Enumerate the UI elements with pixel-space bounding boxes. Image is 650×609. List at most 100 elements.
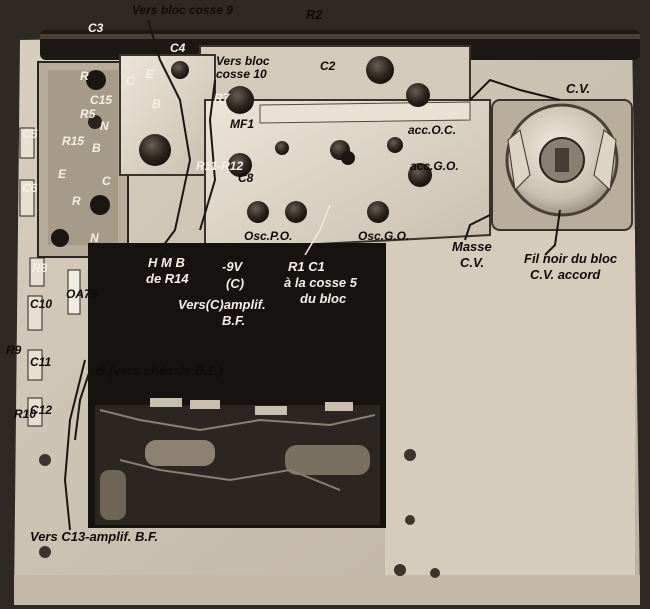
transistor-n bbox=[51, 229, 69, 247]
label-de-r14: de R14 bbox=[146, 271, 189, 286]
trimmer-c2 bbox=[366, 56, 394, 84]
label-r5: R5 bbox=[80, 107, 96, 121]
label-minus9v: -9V bbox=[222, 259, 243, 274]
bf-res-1 bbox=[150, 398, 182, 407]
label-r8: R8 bbox=[32, 261, 48, 275]
label-r15: R15 bbox=[62, 134, 85, 148]
osc-block bbox=[204, 99, 491, 252]
label-cv: C.V. bbox=[566, 81, 591, 96]
c12-part bbox=[27, 397, 43, 427]
label-r9: R9 bbox=[6, 343, 22, 357]
osc-block-top bbox=[259, 101, 471, 124]
label-cosse5-2: du bloc bbox=[300, 291, 347, 306]
c6-part bbox=[19, 179, 35, 217]
screw-6 bbox=[405, 515, 415, 525]
label-n-upper: N bbox=[100, 119, 109, 133]
label-oa79: OA79 bbox=[66, 287, 98, 301]
bf-cap-1 bbox=[145, 440, 215, 466]
coil-can bbox=[139, 134, 171, 166]
wire-r1c1 bbox=[304, 204, 331, 256]
label-r7: R7 bbox=[214, 91, 230, 105]
label-b-upper: B bbox=[152, 97, 161, 111]
screw-5 bbox=[430, 568, 440, 578]
trimmer-center-b bbox=[341, 151, 355, 165]
trimmer-acc-go bbox=[408, 163, 432, 187]
trimmer-acc-oc-top bbox=[406, 83, 430, 107]
screw-3 bbox=[404, 449, 416, 461]
label-vers-c13: Vers C13-amplif. B.F. bbox=[30, 529, 159, 544]
r8-part bbox=[29, 257, 45, 287]
label-r-lower: R bbox=[72, 194, 81, 208]
wire-masse bbox=[469, 78, 561, 101]
label-c3: C3 bbox=[88, 21, 104, 35]
label-vers-c-ampli-1: Vers(C)amplif. bbox=[178, 297, 266, 312]
label-vers-bloc-cosse9: Vers bloc cosse 9 bbox=[132, 3, 233, 17]
label-r-upper: R bbox=[80, 69, 89, 83]
cv-clamp-right bbox=[593, 129, 617, 192]
wire-c13 bbox=[63, 359, 86, 531]
screw-1 bbox=[39, 454, 51, 466]
trimmer-small bbox=[275, 141, 289, 155]
label-c12: C12 bbox=[30, 403, 53, 417]
wire-fil-noir bbox=[544, 209, 561, 256]
wire-r7 bbox=[199, 79, 217, 231]
label-c6: C6 bbox=[22, 181, 38, 195]
label-c2: C2 bbox=[320, 59, 336, 73]
label-osc-go: Osc.G.O. bbox=[358, 229, 410, 243]
c11-part bbox=[27, 349, 43, 381]
label-acc-go: acc.G.O. bbox=[410, 159, 459, 173]
label-c-upper: C bbox=[126, 74, 135, 88]
label-masse-2: C.V. bbox=[460, 255, 485, 270]
c10-part bbox=[27, 295, 43, 331]
label-e-upper: E bbox=[146, 67, 155, 81]
wire-masse-cv bbox=[464, 214, 491, 241]
transistor-lower bbox=[90, 195, 110, 215]
label-b-mid: B bbox=[92, 141, 101, 155]
bf-res-3 bbox=[255, 406, 287, 415]
trimmer-c8 bbox=[228, 153, 252, 177]
bf-res-2 bbox=[190, 400, 220, 409]
label-mf1: MF1 bbox=[230, 117, 254, 131]
label-c4: C4 bbox=[170, 41, 186, 55]
right-panel bbox=[385, 230, 635, 590]
trimmer-mf1 bbox=[226, 86, 254, 114]
label-vers-c-ampli-2: B.F. bbox=[222, 313, 246, 328]
label-n-lower: N bbox=[90, 231, 99, 245]
label-c11: C11 bbox=[30, 355, 52, 369]
bf-cap-2 bbox=[285, 445, 370, 475]
label-hmb: H M B bbox=[148, 255, 185, 270]
bf-cap-3 bbox=[100, 470, 126, 520]
cv-shaft bbox=[555, 148, 569, 172]
label-r2: R2 bbox=[306, 7, 323, 22]
label-vers-bloc-cosse10-2: cosse 10 bbox=[216, 67, 267, 81]
oa79-part bbox=[67, 269, 81, 315]
screw-2 bbox=[39, 546, 51, 558]
r2-rod-highlight bbox=[40, 34, 640, 39]
label-e-lower: E bbox=[58, 167, 67, 181]
label-r10: R10 bbox=[14, 407, 37, 421]
label-cosse5-1: à la cosse 5 bbox=[284, 275, 357, 290]
label-c-lower: C bbox=[102, 174, 111, 188]
label-osc-po: Osc.P.O. bbox=[244, 229, 293, 243]
wire-cosse9 bbox=[147, 19, 192, 251]
label-c-paren: (C) bbox=[226, 276, 245, 291]
bottom-lip bbox=[14, 575, 640, 605]
label-c5: C5 bbox=[22, 127, 38, 141]
label-c15: C15 bbox=[90, 93, 113, 107]
transistor-mid bbox=[88, 115, 102, 129]
label-acc-oc: acc.O.C. bbox=[408, 123, 457, 137]
label-r11: R11-R12 bbox=[196, 159, 244, 173]
bf-wire-1 bbox=[99, 409, 376, 432]
label-fil-noir-2: C.V. accord bbox=[530, 267, 601, 282]
label-r1c1: R1 C1 bbox=[288, 259, 325, 274]
c5-part bbox=[19, 127, 35, 159]
bf-res-4 bbox=[325, 402, 353, 411]
trimmer-c4 bbox=[171, 61, 189, 79]
trimmer-osc-po-a bbox=[247, 201, 269, 223]
bf-wire-2 bbox=[119, 459, 341, 491]
cv-clamp bbox=[507, 129, 531, 192]
label-vers-bloc-cosse10-1: Vers bloc bbox=[216, 54, 270, 68]
label-c8: C8 bbox=[238, 171, 254, 185]
